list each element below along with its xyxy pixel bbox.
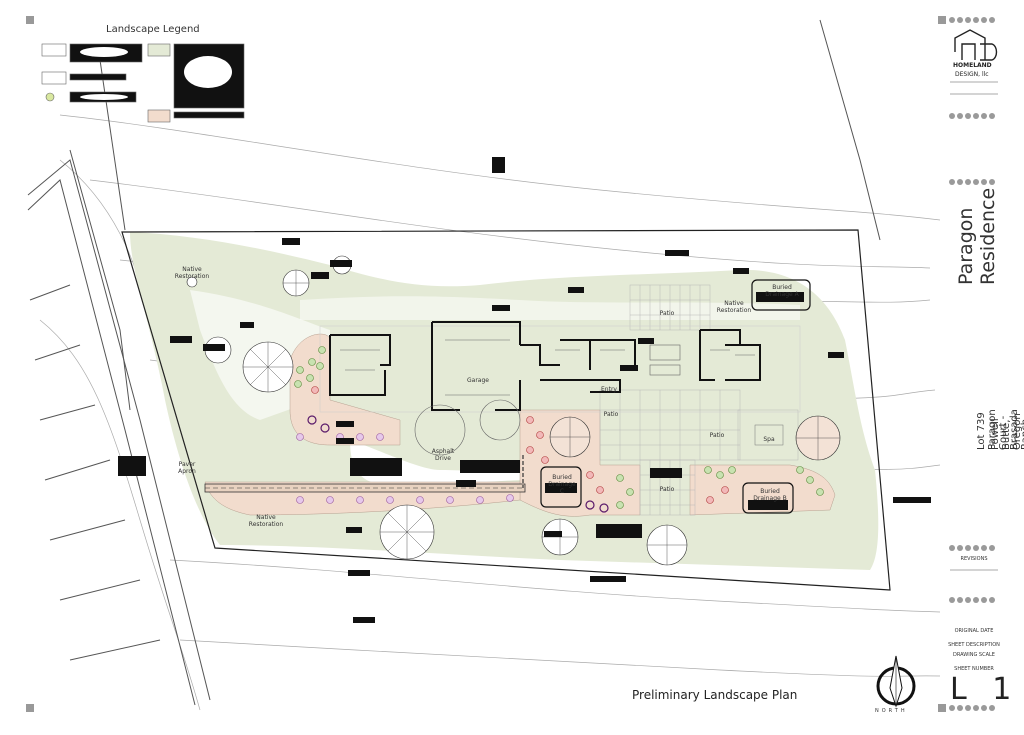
corner-marker (26, 16, 34, 24)
firm-logo-icon (954, 29, 998, 61)
firm-name-2: DESIGN, llc (955, 71, 989, 78)
title-block-markers (949, 17, 995, 711)
patio-paving (319, 284, 801, 516)
label-patio-north: Patio (659, 310, 675, 317)
shrubs-accent (307, 415, 609, 513)
road-lines (27, 19, 881, 706)
tree-branches (243, 270, 840, 565)
shrubs-green (294, 346, 824, 509)
plant-callout-tags (118, 157, 931, 623)
project-address-line2: Powell Butte, Oregon (990, 413, 1023, 450)
label-native-restoration-sw: Native Restoration (248, 514, 284, 528)
house-interior (340, 339, 755, 456)
label-spa: Spa (763, 436, 775, 443)
dot-row (949, 17, 995, 23)
label-asphalt-drive: Asphalt Drive (431, 448, 455, 462)
dot-row (949, 545, 995, 551)
label-buried-drainage-b: Buried Drainage B (753, 488, 787, 502)
original-date-label: ORIGINAL DATE (954, 628, 994, 634)
sheet-description-label: SHEET DESCRIPTION (948, 642, 1000, 648)
plan-title: Preliminary Landscape Plan (632, 688, 798, 702)
shrubs-red (311, 386, 729, 504)
label-native-restoration-ne: Native Restoration (716, 300, 752, 314)
label-patio-center: Patio (603, 411, 619, 418)
label-patio-east: Patio (709, 432, 725, 439)
firm-name: HOMELAND (953, 62, 992, 69)
corner-marker (26, 704, 34, 712)
revisions-label: REVISIONS (960, 556, 988, 562)
label-buried-drainage-a: Buried Drainage A (765, 284, 799, 298)
dot-row (949, 179, 995, 185)
corner-marker (938, 16, 946, 24)
property-line (121, 229, 891, 591)
label-paver-apron: Paver Apron (178, 461, 196, 475)
dot-row (949, 597, 995, 603)
dot-row (949, 705, 995, 711)
drawing-scale-label: DRAWING SCALE (953, 652, 995, 658)
label-garage: Garage (467, 377, 489, 384)
corner-marker (938, 704, 946, 712)
north-label: NORTH (875, 708, 908, 714)
label-patio-south: Patio (659, 486, 675, 493)
north-arrow-icon (876, 655, 916, 708)
label-buried-drainage-c: Buried Drainage C (548, 474, 576, 495)
shrubs-purple (296, 433, 514, 504)
label-native-restoration-nw: Native Restoration (174, 266, 210, 280)
buried-drainage (540, 279, 811, 514)
label-entry: Entry (601, 386, 617, 393)
legend-title: Landscape Legend (106, 24, 200, 35)
sheet-number: L 1 (950, 672, 1020, 707)
legend-bubbles (80, 47, 232, 100)
sheet-number-label: SHEET NUMBER (954, 666, 994, 672)
dot-row (949, 113, 995, 119)
project-name: Paragon Residence (955, 187, 999, 285)
